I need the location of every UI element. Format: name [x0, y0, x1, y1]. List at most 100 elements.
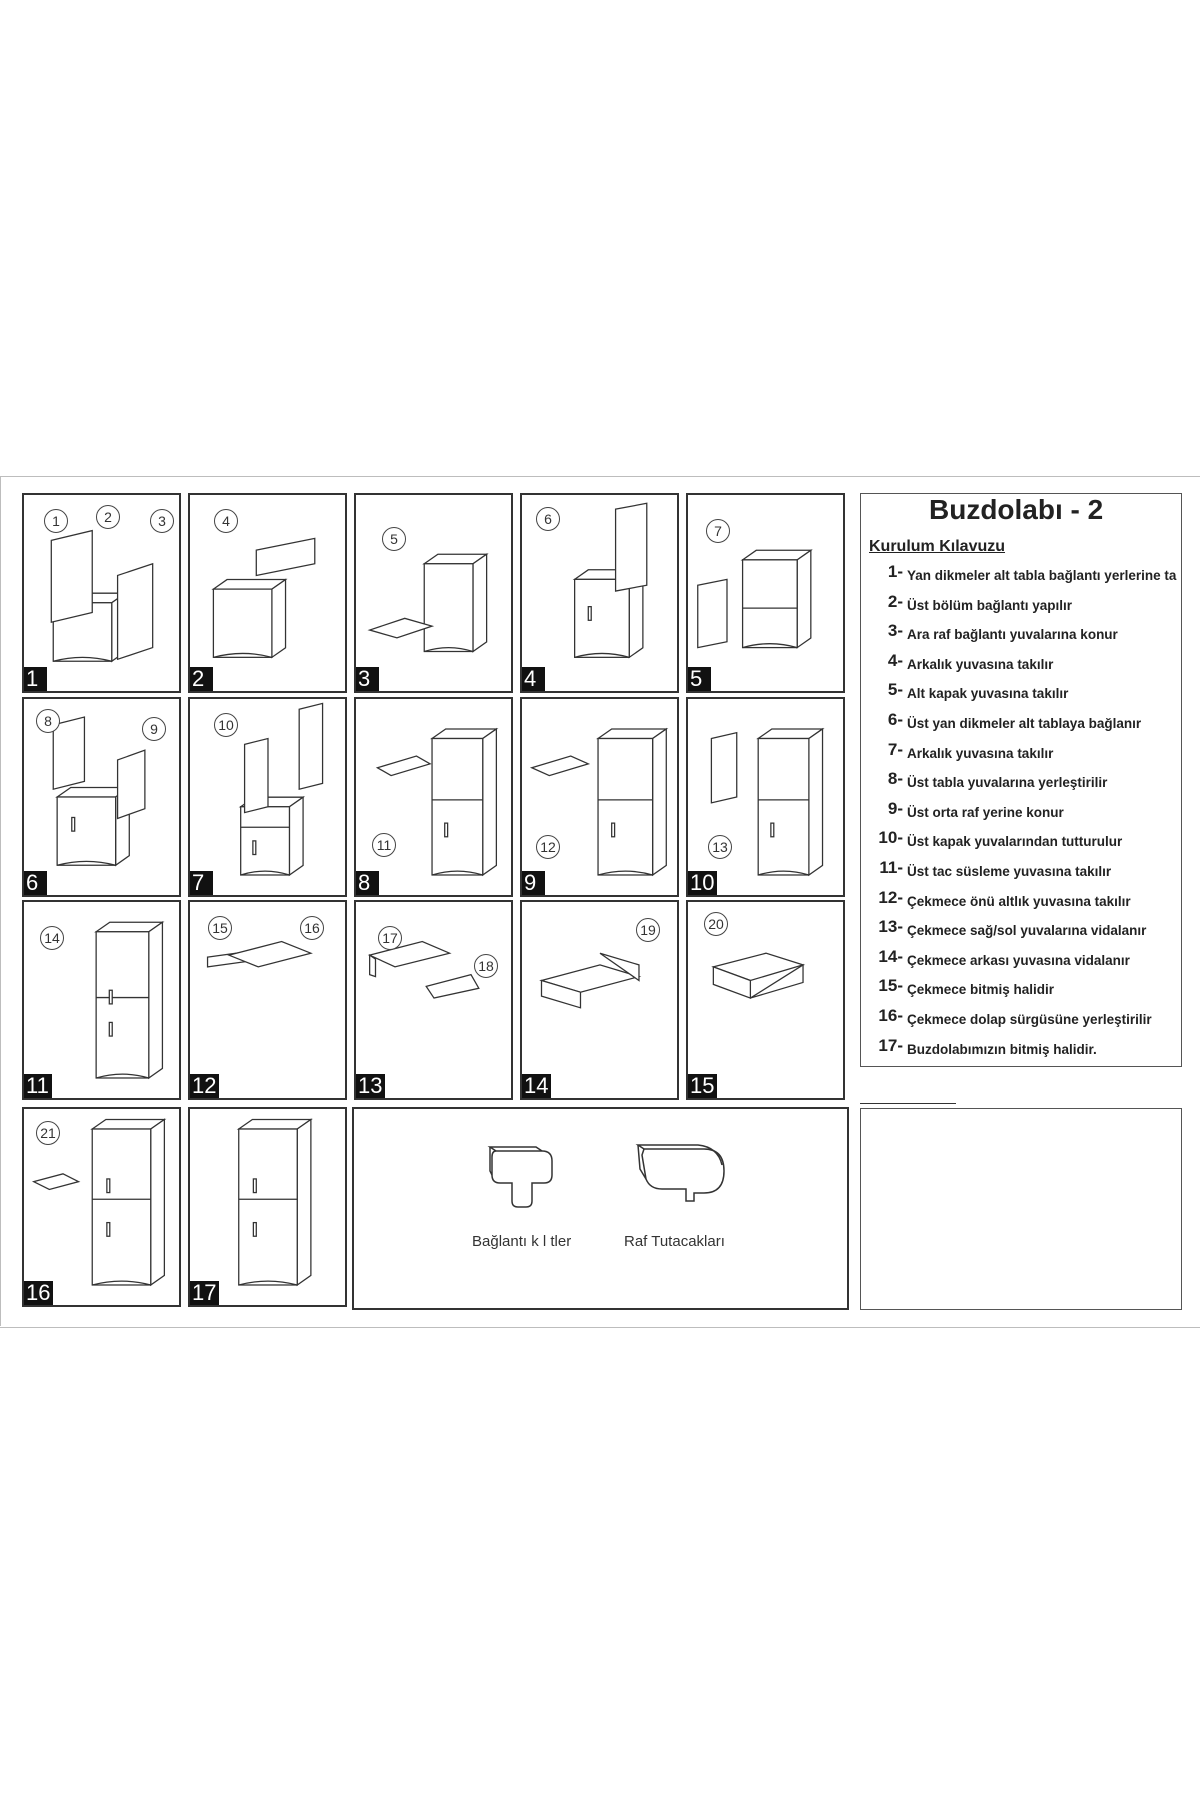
shelf-holder-part-drawing	[635, 1144, 725, 1202]
part-callout: 12	[536, 835, 560, 859]
step-number: 13-	[878, 917, 903, 937]
step-text: Arkalık yuvasına takılır	[907, 745, 1054, 761]
steps-list: 1-Yan dikmeler alt tabla bağlantı yerler…	[861, 562, 1181, 1066]
part-callout: 20	[704, 912, 728, 936]
step-instruction: 3-Ara raf bağlantı yuvalarına konur	[861, 621, 1181, 651]
step-badge: 1	[24, 667, 47, 691]
step-number: 3-	[887, 621, 903, 641]
step-number: 6-	[887, 709, 903, 729]
assembly-illustration	[367, 552, 489, 653]
step-instruction: 1-Yan dikmeler alt tabla bağlantı yerler…	[861, 562, 1181, 592]
part-callout: 19	[636, 918, 660, 942]
part-callout: 16	[300, 916, 324, 940]
part-callout: 2	[96, 505, 120, 529]
sheet-left-edge	[0, 476, 1, 1326]
step-number: 11-	[879, 857, 903, 877]
assembly-illustration	[206, 940, 313, 968]
step-number: 1-	[887, 562, 903, 581]
part-callout: 18	[474, 954, 498, 978]
step-instruction: 11-Üst tac süsleme yuvasına takılır	[861, 857, 1181, 888]
part-callout: 13	[708, 835, 732, 859]
assembly-illustration	[572, 502, 648, 659]
part-callout: 21	[36, 1121, 60, 1145]
part-callout: 4	[214, 509, 238, 533]
step-badge: 2	[190, 667, 213, 691]
step-badge: 6	[24, 871, 47, 895]
step-number: 9-	[887, 798, 903, 818]
assembly-illustration	[94, 920, 165, 1080]
assembly-step-panel: 15 16 12	[188, 900, 347, 1100]
part-callout: 1	[44, 509, 68, 533]
step-instruction: 7-Arkalık yuvasına takılır	[861, 740, 1181, 770]
step-instruction: 8-Üst tabla yuvalarına yerleştirilir	[861, 769, 1181, 799]
step-text: Üst bölüm bağlantı yapılır	[907, 597, 1073, 613]
step-instruction: 14-Çekmece arkası yuvasına vidalanır	[861, 947, 1181, 977]
part-callout: 17	[378, 926, 402, 950]
step-text: Üst yan dikmeler alt tablaya bağlanır	[907, 715, 1142, 731]
step-number: 5-	[887, 680, 903, 700]
part-callout: 11	[372, 833, 396, 857]
assembly-illustration	[711, 952, 806, 999]
shelf-holder-label: Raf Tutacakları	[624, 1233, 725, 1250]
step-text: Üst tabla yuvalarına yerleştirilir	[907, 775, 1108, 791]
step-number: 10-	[878, 828, 903, 848]
step-text: Buzdolabımızın bitmiş halidir.	[907, 1041, 1097, 1057]
part-callout: 15	[208, 916, 232, 940]
part-callout: 3	[150, 509, 174, 533]
empty-notes-box	[860, 1108, 1182, 1310]
step-text: Çekmece önü altlık yuvasına takılır	[907, 893, 1131, 909]
step-text: Çekmece sağ/sol yuvalarına vidalanır	[907, 923, 1147, 939]
part-callout: 6	[536, 507, 560, 531]
step-number: 2-	[887, 591, 903, 611]
connector-part-drawing	[487, 1146, 553, 1208]
part-callout: 14	[40, 926, 64, 950]
assembly-illustration	[367, 940, 480, 999]
assembly-illustration	[50, 529, 154, 663]
assembly-step-panel: 17	[188, 1107, 347, 1307]
step-instruction: 13-Çekmece sağ/sol yuvalarına vidalanır	[861, 917, 1181, 947]
part-callout: 7	[706, 519, 730, 543]
assembly-step-panel: 12 9	[520, 697, 679, 897]
assembly-step-panel: 10 7	[188, 697, 347, 897]
instructions-box: Buzdolabı - 2 Kurulum Kılavuzu 1-Yan dik…	[860, 493, 1182, 1067]
part-callout: 10	[214, 713, 238, 737]
step-badge: 9	[522, 871, 545, 895]
step-number: 4-	[887, 650, 903, 670]
assembly-step-panel: 1 2 3 1	[22, 493, 181, 693]
assembly-illustration	[236, 1118, 313, 1287]
step-badge: 14	[522, 1074, 552, 1098]
step-badge: 8	[356, 871, 379, 895]
assembly-illustration	[697, 549, 813, 649]
step-badge: 5	[688, 667, 711, 691]
assembly-step-panel: 11 8	[354, 697, 513, 897]
step-badge: 3	[356, 667, 379, 691]
parts-drawing	[487, 1144, 725, 1208]
step-text: Alt kapak yuvasına takılır	[907, 686, 1069, 702]
divider-line	[860, 1103, 956, 1104]
step-badge: 13	[356, 1074, 386, 1098]
step-badge: 17	[190, 1281, 220, 1305]
step-instruction: 4-Arkalık yuvasına takılır	[861, 650, 1181, 681]
step-instruction: 9-Üst orta raf yerine konur	[861, 798, 1181, 829]
step-badge: 12	[190, 1074, 220, 1098]
step-text: Üst tac süsleme yuvasına takılır	[907, 863, 1112, 879]
step-number: 8-	[887, 769, 903, 789]
step-instruction: 15-Çekmece bitmiş halidir	[861, 976, 1181, 1006]
assembly-illustration	[539, 952, 642, 1009]
step-instruction: 12-Çekmece önü altlık yuvasına takılır	[861, 887, 1181, 918]
assembly-illustration	[211, 537, 316, 659]
step-number: 12-	[878, 887, 903, 907]
step-instruction: 17-Buzdolabımızın bitmiş halidir.	[861, 1035, 1181, 1066]
step-number: 16-	[878, 1005, 903, 1025]
step-text: Çekmece dolap sürgüsüne yerleştirilir	[907, 1011, 1152, 1027]
step-badge: 7	[190, 871, 213, 895]
part-callout: 9	[142, 717, 166, 741]
step-instruction: 2-Üst bölüm bağlantı yapılır	[861, 591, 1181, 622]
step-number: 17-	[878, 1035, 903, 1055]
